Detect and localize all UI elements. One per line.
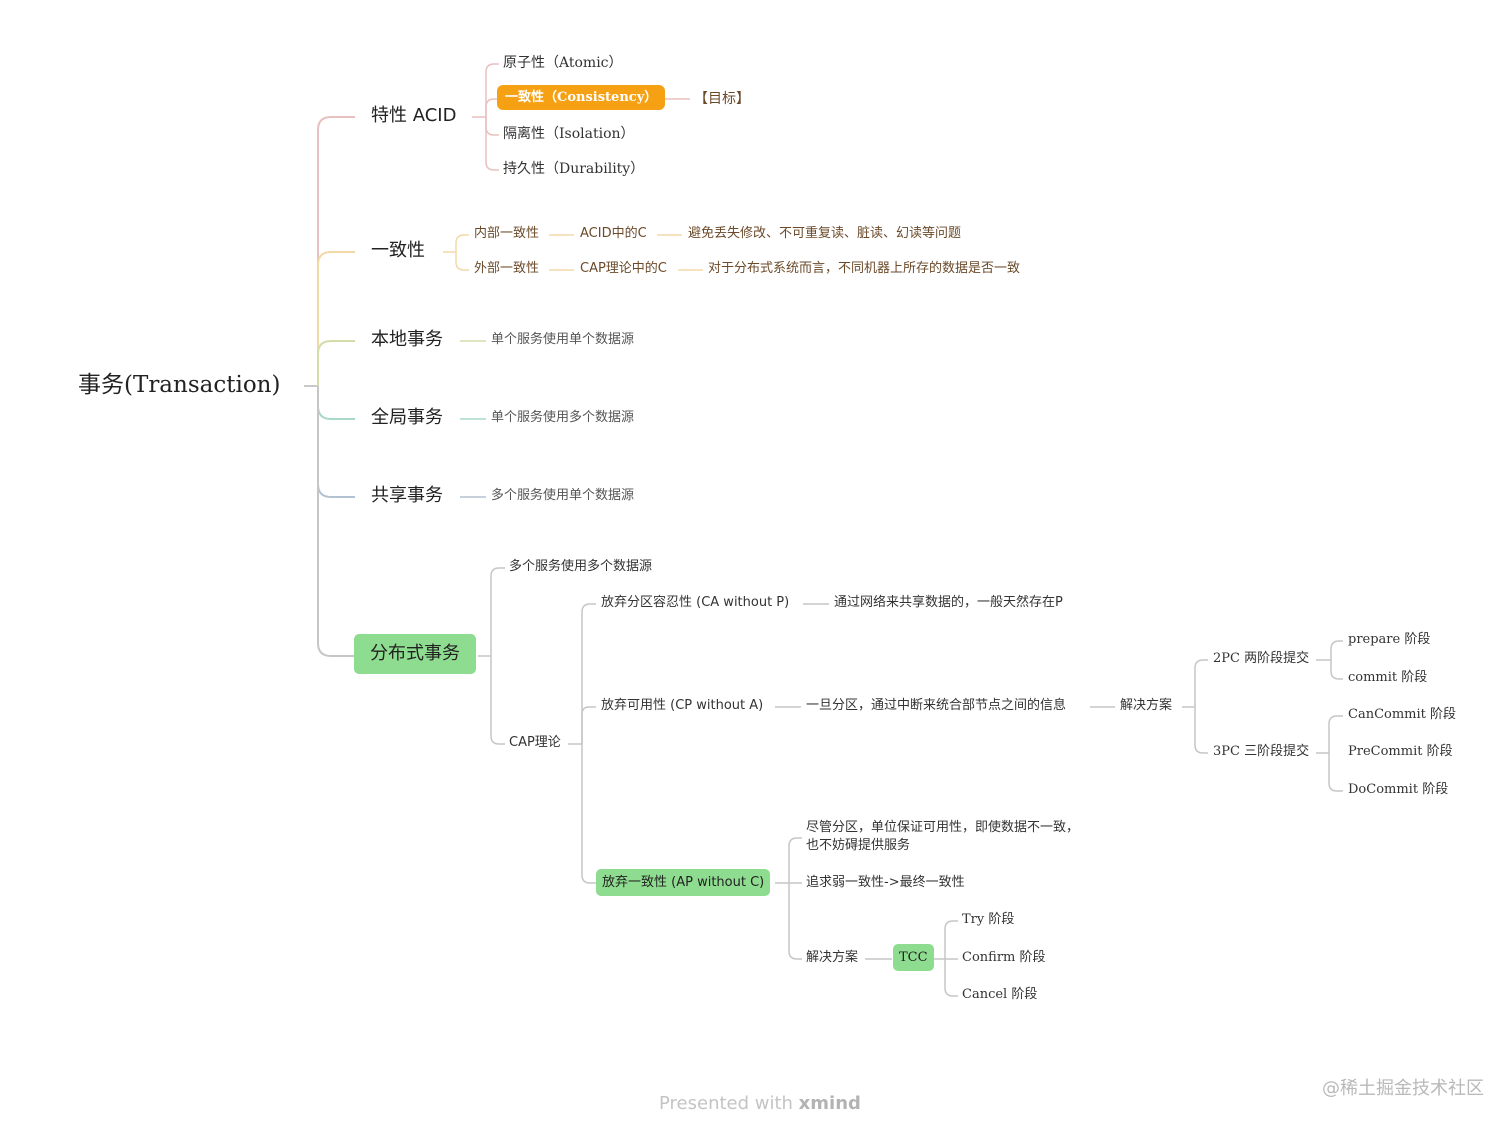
internal-consistency[interactable]: 内部一致性: [474, 226, 540, 241]
internal-consistency-ref[interactable]: ACID中的C: [580, 226, 647, 241]
cap-cp-solution[interactable]: 解决方案: [1120, 698, 1173, 713]
external-consistency-ref[interactable]: CAP理论中的C: [580, 261, 667, 276]
two-phase-commit[interactable]: 2PC 两阶段提交: [1213, 651, 1310, 666]
internal-consistency-desc[interactable]: 避免丢失修改、不可重复读、脏读、幻读等问题: [688, 226, 962, 241]
footer-prefix: Presented with: [659, 1093, 799, 1114]
cap-ap-solution[interactable]: 解决方案: [806, 950, 859, 965]
acid-consistency[interactable]: 一致性（Consistency）: [497, 85, 666, 110]
local-transaction-topic[interactable]: 本地事务: [371, 329, 443, 350]
three-pc-docommit[interactable]: DoCommit 阶段: [1348, 782, 1449, 797]
distributed-desc[interactable]: 多个服务使用多个数据源: [509, 559, 653, 574]
cap-ap-note-line2[interactable]: 也不妨碍提供服务: [806, 838, 911, 853]
two-pc-prepare[interactable]: prepare 阶段: [1348, 632, 1431, 647]
cap-theory[interactable]: CAP理论: [509, 735, 561, 750]
acid-durability[interactable]: 持久性（Durability）: [503, 161, 645, 177]
three-pc-precommit[interactable]: PreCommit 阶段: [1348, 744, 1453, 759]
acid-goal-label[interactable]: 【目标】: [694, 91, 750, 107]
cap-ca-desc[interactable]: 通过网络来共享数据的，一般天然存在P: [834, 595, 1063, 610]
cap-ap-note-line1[interactable]: 尽管分区，单位保证可用性，即使数据不一致，: [806, 820, 1080, 835]
three-pc-cancommit[interactable]: CanCommit 阶段: [1348, 707, 1457, 722]
tcc-cancel[interactable]: Cancel 阶段: [962, 987, 1038, 1002]
three-phase-commit[interactable]: 3PC 三阶段提交: [1213, 744, 1310, 759]
root-topic[interactable]: 事务(Transaction): [78, 372, 281, 398]
two-pc-commit[interactable]: commit 阶段: [1348, 670, 1428, 685]
global-transaction-desc[interactable]: 单个服务使用多个数据源: [491, 410, 635, 425]
global-transaction-topic[interactable]: 全局事务: [371, 407, 443, 428]
cap-ap[interactable]: 放弃一致性 (AP without C): [596, 869, 771, 896]
cap-cp-desc[interactable]: 一旦分区，通过中断来统合部节点之间的信息: [806, 698, 1067, 713]
external-consistency[interactable]: 外部一致性: [474, 261, 540, 276]
local-transaction-desc[interactable]: 单个服务使用单个数据源: [491, 332, 635, 347]
acid-atomic[interactable]: 原子性（Atomic）: [503, 55, 623, 71]
cap-ap-pursue[interactable]: 追求弱一致性->最终一致性: [806, 875, 965, 890]
acid-isolation[interactable]: 隔离性（Isolation）: [503, 126, 635, 142]
tcc-confirm[interactable]: Confirm 阶段: [962, 950, 1046, 965]
external-consistency-desc[interactable]: 对于分布式系统而言，不同机器上所存的数据是否一致: [708, 261, 1021, 276]
shared-transaction-desc[interactable]: 多个服务使用单个数据源: [491, 488, 635, 503]
tcc-try[interactable]: Try 阶段: [962, 912, 1015, 927]
shared-transaction-topic[interactable]: 共享事务: [371, 485, 443, 506]
cap-ca[interactable]: 放弃分区容忍性 (CA without P): [601, 595, 790, 610]
presented-with-footer: Presented with xmind: [659, 1095, 861, 1113]
cap-cp[interactable]: 放弃可用性 (CP without A): [601, 698, 764, 713]
acid-topic[interactable]: 特性 ACID: [371, 105, 457, 126]
consistency-topic[interactable]: 一致性: [371, 240, 425, 261]
tcc-topic[interactable]: TCC: [893, 944, 934, 971]
xmind-brand: xmind: [798, 1093, 861, 1114]
watermark: @稀土掘金技术社区: [1322, 1078, 1484, 1099]
distributed-transaction-topic[interactable]: 分布式事务: [354, 634, 476, 674]
